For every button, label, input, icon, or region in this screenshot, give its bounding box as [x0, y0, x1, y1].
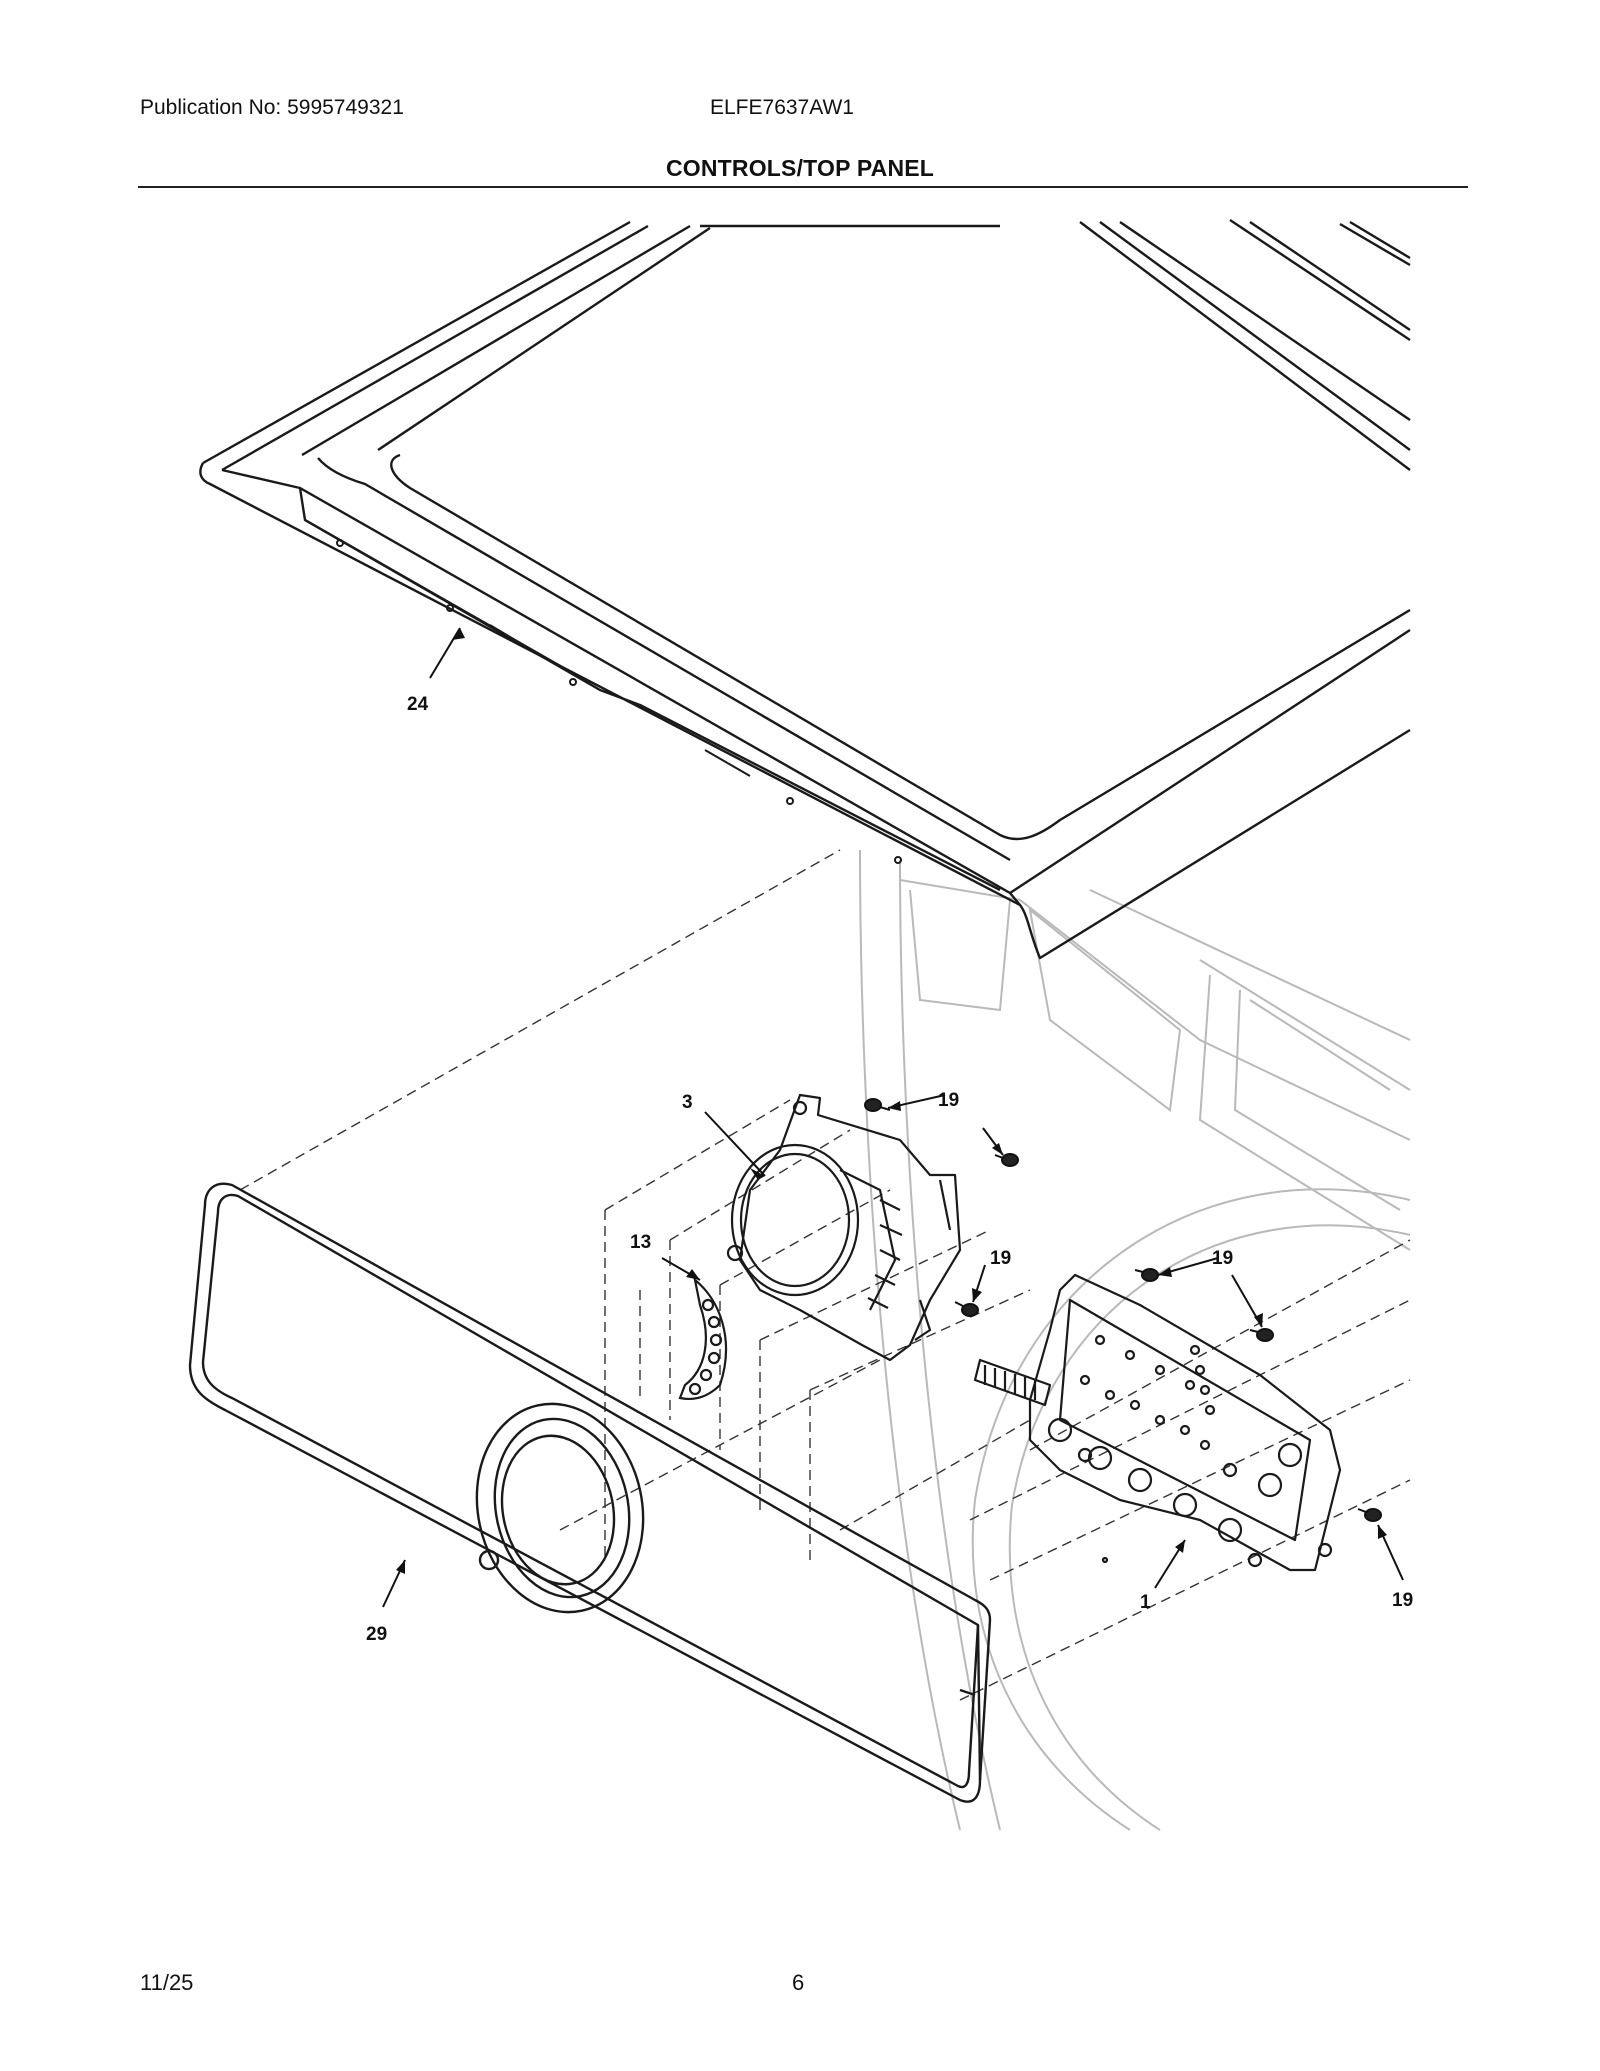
model-number: ELFE7637AW1: [710, 96, 854, 119]
screws: [864, 1098, 1382, 1522]
light-guide: [678, 1277, 728, 1401]
top-panel-slots: [336, 539, 902, 864]
callout-19-board: 19: [1212, 1248, 1233, 1269]
callout-24: 24: [407, 694, 429, 715]
leader-lines: [382, 627, 1404, 1608]
callout-19-bottom: 19: [1392, 1590, 1413, 1611]
callout-19-top: 19: [938, 1090, 959, 1111]
callout-19-middle: 19: [990, 1248, 1011, 1269]
screw-icon: [864, 1098, 891, 1112]
assembly-guide-lines: [239, 849, 1411, 1701]
callout-1: 1: [1140, 1592, 1151, 1613]
control-board: [973, 1273, 1342, 1572]
screw-icon: [1249, 1328, 1274, 1342]
screw-icon: [1134, 1268, 1159, 1282]
screw-icon: [994, 1153, 1019, 1167]
top-panel: [199, 219, 1411, 960]
header-rule: [138, 186, 1468, 188]
leader-arrowheads: [396, 628, 1387, 1574]
dryer-cabinet-background: [859, 849, 1411, 1831]
control-console: [188, 1182, 992, 1803]
publication-date: 11/25: [140, 1970, 194, 1995]
knob-housing: [726, 1093, 962, 1362]
screw-icon: [954, 1301, 979, 1317]
section-title: CONTROLS/TOP PANEL: [665, 155, 935, 181]
callout-13: 13: [630, 1232, 651, 1253]
callout-3: 3: [682, 1092, 693, 1113]
callout-29: 29: [366, 1624, 387, 1645]
publication-number: Publication No: 5995749321: [140, 96, 404, 119]
console-knob-opening: [475, 1402, 645, 1614]
page-number: 6: [792, 1970, 805, 1995]
screw-icon: [1357, 1508, 1382, 1522]
